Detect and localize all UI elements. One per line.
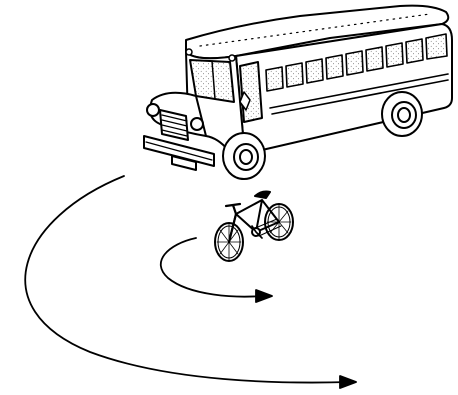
- bus-rear-wheel: [382, 92, 422, 136]
- inner-path-arrowhead: [256, 290, 272, 302]
- bicycle: [215, 192, 293, 262]
- bus-headlight-right: [191, 118, 203, 130]
- motion-paths: [25, 176, 356, 388]
- inner-curved-path: [161, 238, 262, 297]
- bicycle-seat: [255, 192, 270, 199]
- bus-front-wheel: [223, 133, 265, 179]
- bus-headlight-left: [147, 104, 159, 116]
- outer-path-arrowhead: [340, 376, 356, 388]
- school-bus: [144, 6, 452, 179]
- outer-curved-path: [25, 176, 350, 383]
